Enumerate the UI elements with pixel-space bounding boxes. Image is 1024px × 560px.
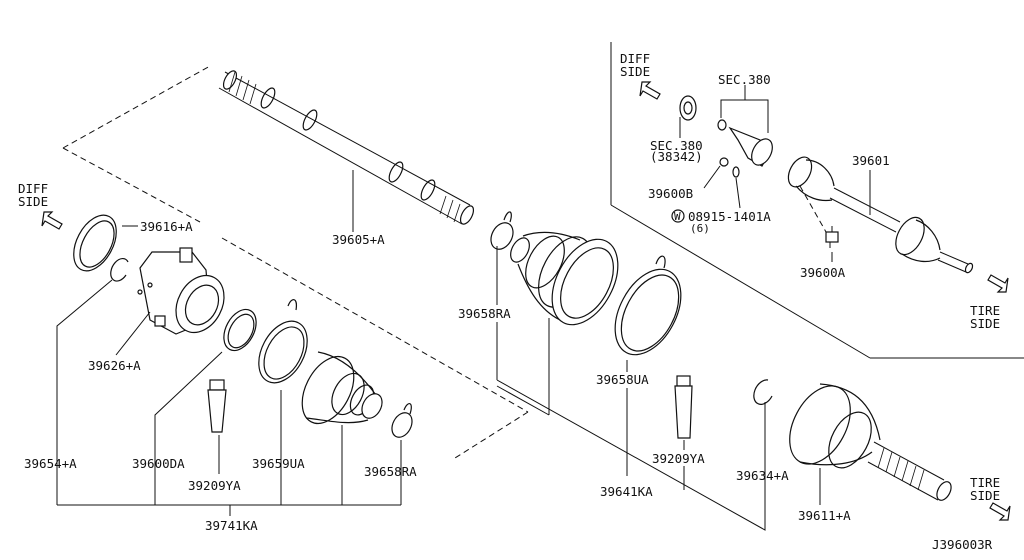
inset-washer-08915 [732, 166, 740, 178]
label-39654: 39654+A [24, 456, 77, 471]
label-tire-side-inset-line2: SIDE [970, 316, 1000, 331]
arrow-tire-side-inset-icon [987, 274, 1009, 293]
label-39600B: 39600B [648, 186, 693, 201]
inset-small-ring [717, 119, 727, 131]
inner-boot [301, 351, 383, 425]
inset-border [610, 42, 1024, 359]
arrow-tire-side-bottom-icon [989, 502, 1011, 521]
label-diff-side-left-line1: DIFF [18, 181, 48, 196]
label-39209YA-left: 39209YA [188, 478, 241, 493]
inset-flange [728, 126, 773, 167]
label-tire-side-inset-line1: TIRE [970, 303, 1000, 318]
label-39616: 39616+A [140, 219, 193, 234]
snap-ring-39634 [753, 379, 773, 405]
snap-ring-39600DA [223, 308, 257, 352]
labels: DIFF SIDE DIFF SIDE TIRE SIDE TIRE SIDE … [18, 51, 1000, 552]
label-39601: 39601 [852, 153, 890, 168]
inset-shaft-39601 [787, 156, 974, 274]
arrow-diff-side-inset-icon [639, 81, 661, 100]
spline-right [439, 195, 461, 223]
inset-bolt-39600A [825, 226, 839, 248]
inset-oil-seal [679, 95, 697, 121]
drive-shaft-39605 [218, 70, 475, 225]
outer-boot [510, 231, 619, 326]
label-39634: 39634+A [736, 468, 789, 483]
boot-band-39658UA [614, 255, 682, 356]
leader-lines [56, 85, 871, 531]
label-39641KA: 39641KA [600, 484, 653, 499]
boot-band-39658RA-upper [490, 211, 514, 250]
washer-symbol-circle [671, 209, 685, 223]
label-39209YA-right: 39209YA [652, 451, 705, 466]
label-39658RA-lower: 39658RA [364, 464, 417, 479]
label-diagram-id: J396003R [932, 537, 993, 552]
arrow-diff-side-left-icon [41, 211, 63, 230]
label-tire-side-bottom-line2: SIDE [970, 488, 1000, 503]
label-diff-side-inset-line2: SIDE [620, 64, 650, 79]
inner-joint-dashed-outline [62, 65, 529, 459]
label-39600A: 39600A [800, 265, 846, 280]
label-sec380-top: SEC.380 [718, 72, 771, 87]
label-39605: 39605+A [332, 232, 385, 247]
label-39741KA: 39741KA [205, 518, 258, 533]
label-diff-side-inset-line1: DIFF [620, 51, 650, 66]
boot-band-39658RA-lower [391, 403, 413, 438]
label-39611: 39611+A [798, 508, 851, 523]
label-sec380-seal-line1: SEC.380 [650, 138, 703, 153]
label-39658UA: 39658UA [596, 372, 649, 387]
grease-tube-39209YA-right [674, 375, 693, 439]
boot-band-39659UA [258, 299, 308, 384]
outer-joint-spline [877, 447, 925, 491]
outer-joint-39611 [789, 383, 952, 501]
label-sec380-seal-line2: (38342) [650, 149, 703, 164]
label-tire-side-bottom-line1: TIRE [970, 475, 1000, 490]
label-39626: 39626+A [88, 358, 141, 373]
spline-left [228, 71, 257, 105]
grease-tube-39209YA-left [207, 379, 227, 433]
snap-ring-39654 [110, 257, 129, 282]
inset-nut-39600B [719, 157, 729, 167]
label-39658RA-upper: 39658RA [458, 306, 511, 321]
label-washer-symbol: W [674, 210, 681, 223]
label-08915: 08915-1401A [688, 209, 771, 224]
label-39659UA: 39659UA [252, 456, 305, 471]
label-08915-qty: (6) [690, 222, 710, 235]
joint-housing-39626 [137, 247, 225, 335]
ring-39616 [73, 214, 117, 272]
label-39600DA: 39600DA [132, 456, 185, 471]
label-diff-side-left-line2: SIDE [18, 194, 48, 209]
